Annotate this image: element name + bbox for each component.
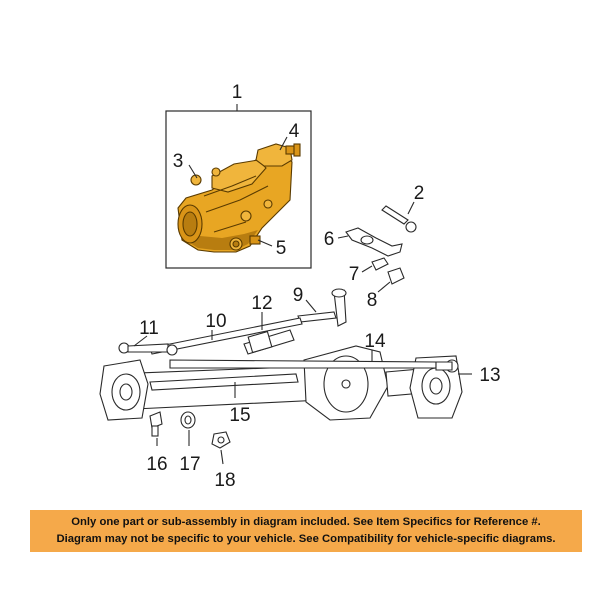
disclaimer-line-1: Only one part or sub-assembly in diagram… bbox=[71, 516, 541, 528]
callout-2: 2 bbox=[414, 183, 425, 204]
bushing-part-7[interactable] bbox=[371, 257, 389, 271]
bolt-part-2[interactable] bbox=[381, 205, 417, 233]
track-bar-part-15[interactable] bbox=[149, 373, 299, 391]
callout-17: 17 bbox=[179, 454, 200, 475]
nut-part-8[interactable] bbox=[387, 267, 405, 285]
callout-15: 15 bbox=[229, 405, 250, 426]
callout-4: 4 bbox=[289, 121, 300, 142]
disclaimer-line-2: Diagram may not be specific to your vehi… bbox=[56, 533, 556, 545]
callout-18: 18 bbox=[214, 470, 235, 491]
callout-14: 14 bbox=[364, 331, 386, 352]
callout-6: 6 bbox=[324, 229, 335, 250]
callout-9: 9 bbox=[293, 285, 304, 306]
callout-7: 7 bbox=[349, 264, 360, 285]
tie-rod-part-14[interactable] bbox=[169, 359, 437, 369]
steering-gear-box-illustration[interactable] bbox=[177, 143, 301, 253]
disclaimer-banner: Only one part or sub-assembly in diagram… bbox=[30, 510, 582, 552]
pitman-arm-part-9[interactable] bbox=[297, 288, 347, 327]
nut-part-18[interactable] bbox=[211, 431, 231, 449]
callout-3: 3 bbox=[173, 151, 184, 172]
callout-11: 11 bbox=[139, 318, 159, 339]
bushing-part-17[interactable] bbox=[180, 411, 196, 429]
callout-13: 13 bbox=[479, 365, 500, 386]
bolt-part-16[interactable] bbox=[149, 411, 163, 437]
callout-12: 12 bbox=[251, 293, 272, 314]
tie-rod-end-part-13[interactable] bbox=[435, 359, 459, 373]
callout-16: 16 bbox=[146, 454, 167, 475]
callout-5: 5 bbox=[276, 238, 287, 259]
bracket-part-6[interactable] bbox=[345, 227, 403, 257]
callout-1: 1 bbox=[232, 82, 243, 103]
callout-8: 8 bbox=[367, 290, 378, 311]
tie-rod-end-part-11[interactable] bbox=[118, 342, 178, 356]
callout-10: 10 bbox=[205, 311, 226, 332]
steering-damper-part-12[interactable] bbox=[243, 329, 295, 355]
